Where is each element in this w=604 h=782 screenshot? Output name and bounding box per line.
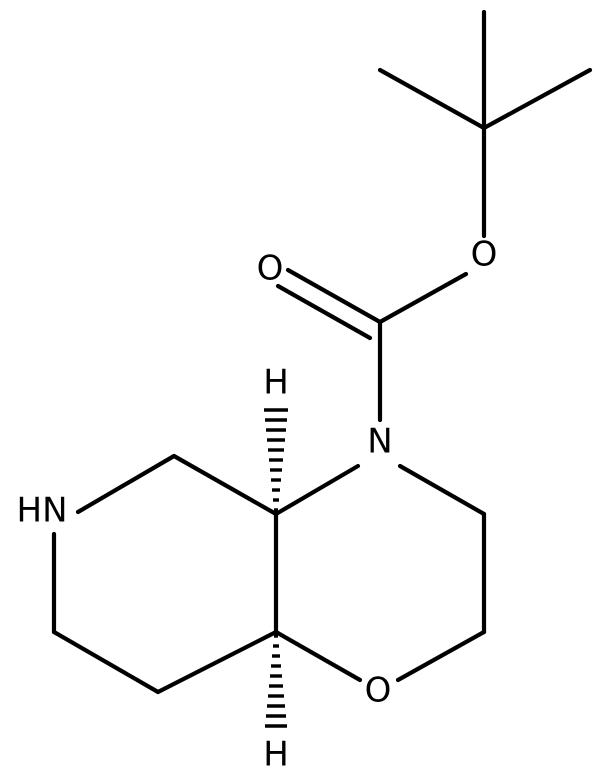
bond-c7-c8 [51,629,161,695]
carbamate-group [275,267,469,423]
bond-c4a-n [273,463,361,517]
ring-oxygen-label: O [365,671,392,711]
amine-nh-label: HN [17,491,68,531]
hydrogen-top-label: H [263,363,289,403]
bond-c5-nh [75,453,177,515]
bond-ring-o-c8a [273,629,363,683]
ester-oxygen-label: O [471,235,498,275]
bond-c2-ring-o [395,629,487,683]
bond-n-c3 [397,463,487,517]
bond-c8-c8a [155,629,279,695]
hashed-wedge-bottom [265,634,287,728]
bond-c4a-c5 [171,453,279,517]
hashed-wedge-top [264,408,288,512]
boc-nitrogen-label: N [367,422,392,462]
tert-butyl-group [377,9,593,239]
bond-carbonyl-double-2 [275,283,373,341]
bond-tbu-left [377,67,487,131]
bond-ester-o-carbonyl-c [377,271,469,325]
bond-carbonyl-double-1 [285,267,383,325]
morpholine-ring [273,463,487,683]
piperidine-ring [51,453,279,695]
hydrogen-bottom-label: H [263,735,289,775]
bond-tbu-right [481,67,593,131]
carbonyl-oxygen-label: O [257,249,284,289]
